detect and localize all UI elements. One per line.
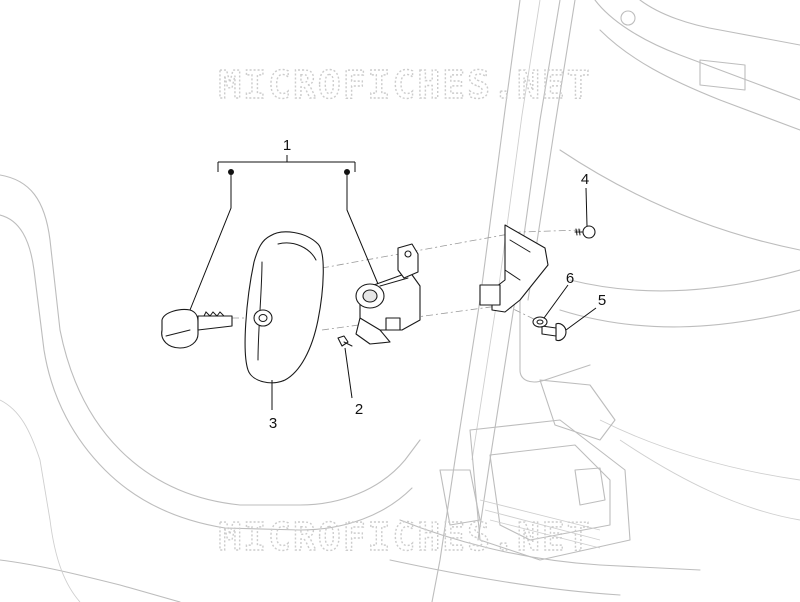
screw-part-4 xyxy=(574,225,596,239)
screw-part-2 xyxy=(337,335,353,347)
watermark-bottom: MICROFICHES.NET xyxy=(218,515,591,559)
bolt-part-5 xyxy=(541,322,567,342)
callout-1: 1 xyxy=(283,137,291,154)
washer-part-6 xyxy=(532,316,548,328)
mounting-bracket xyxy=(479,224,549,313)
lock-cover-part xyxy=(244,231,324,384)
callout-4: 4 xyxy=(581,171,589,188)
key-part xyxy=(161,308,233,349)
callout-5: 5 xyxy=(598,292,606,309)
lock-cylinder-part xyxy=(355,243,421,345)
callout-leaders xyxy=(189,155,597,410)
callout-6: 6 xyxy=(566,270,574,287)
callout-3: 3 xyxy=(269,415,277,432)
watermark-top: MICROFICHES.NET xyxy=(218,63,591,107)
callout-2: 2 xyxy=(355,401,363,418)
